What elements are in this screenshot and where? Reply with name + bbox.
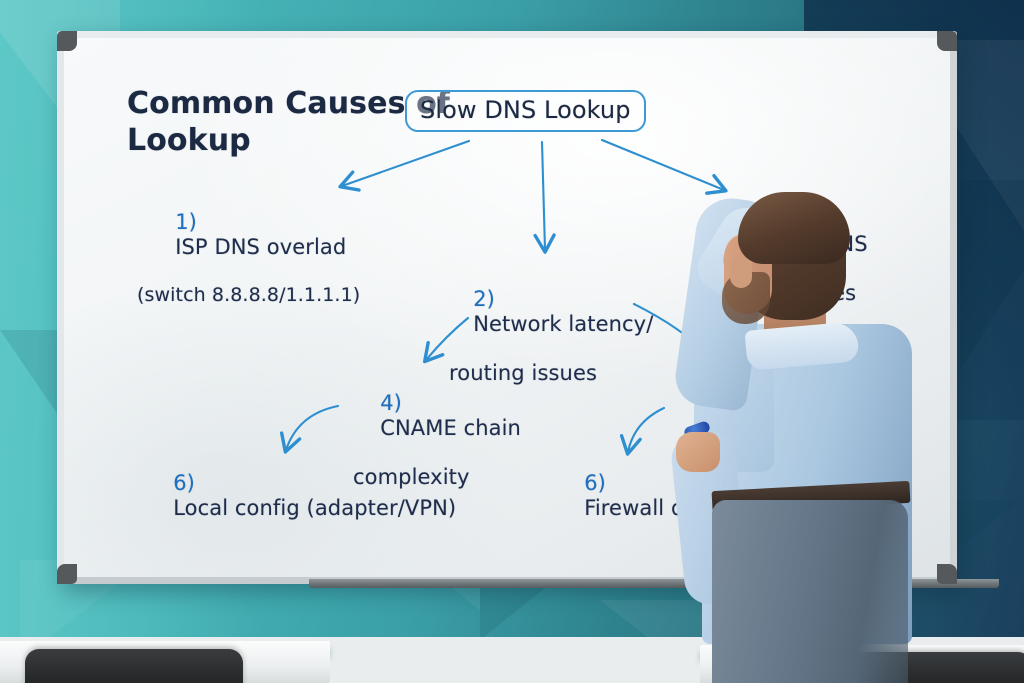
whiteboard-corner-cap bbox=[57, 31, 77, 51]
marker-tray bbox=[309, 579, 999, 588]
node-number: 6) bbox=[584, 470, 606, 495]
node-number: 1) bbox=[175, 209, 197, 234]
whiteboard-corner-cap bbox=[937, 31, 957, 51]
central-topic-box: Slow DNS Lookup bbox=[405, 90, 646, 133]
person-ear bbox=[730, 258, 752, 288]
node-line1: ISP DNS overlad bbox=[175, 234, 347, 259]
person-lower-hand bbox=[676, 432, 720, 472]
node-line1: Local config (adapter/VPN) bbox=[173, 495, 457, 520]
node-line1: Network latency/ bbox=[473, 311, 654, 336]
whiteboard-corner-cap bbox=[937, 564, 957, 584]
chair-left bbox=[25, 649, 243, 683]
arrow-topic-to-latency bbox=[533, 140, 556, 254]
node-line2: complexity bbox=[353, 465, 470, 490]
node-line2: (switch 8.8.8.8/1.1.1.1) bbox=[137, 284, 361, 307]
central-topic-label: Slow DNS Lookup bbox=[420, 96, 631, 124]
person-trousers bbox=[712, 500, 908, 683]
node-number: 4) bbox=[380, 390, 402, 415]
node-local-config: 6) Local config (adapter/VPN) bbox=[119, 446, 456, 545]
node-network-latency: 2) Network latency/ routing issues bbox=[419, 262, 653, 435]
wall-facet bbox=[960, 180, 1024, 370]
node-cname-chain: 4) CNAME chain complexity bbox=[326, 366, 521, 539]
node-number: 6) bbox=[173, 470, 195, 495]
person-writing bbox=[668, 186, 918, 683]
node-line1: CNAME chain bbox=[380, 415, 521, 440]
whiteboard-corner-cap bbox=[57, 564, 77, 584]
node-line2: routing issues bbox=[449, 361, 597, 386]
node-isp-dns: 1) ISP DNS overlad (switch 8.8.8.8/1.1.1… bbox=[121, 185, 360, 356]
person-hair bbox=[738, 192, 850, 264]
node-number: 2) bbox=[473, 286, 495, 311]
diagram-title: Common Causes of Lookup bbox=[127, 86, 450, 158]
